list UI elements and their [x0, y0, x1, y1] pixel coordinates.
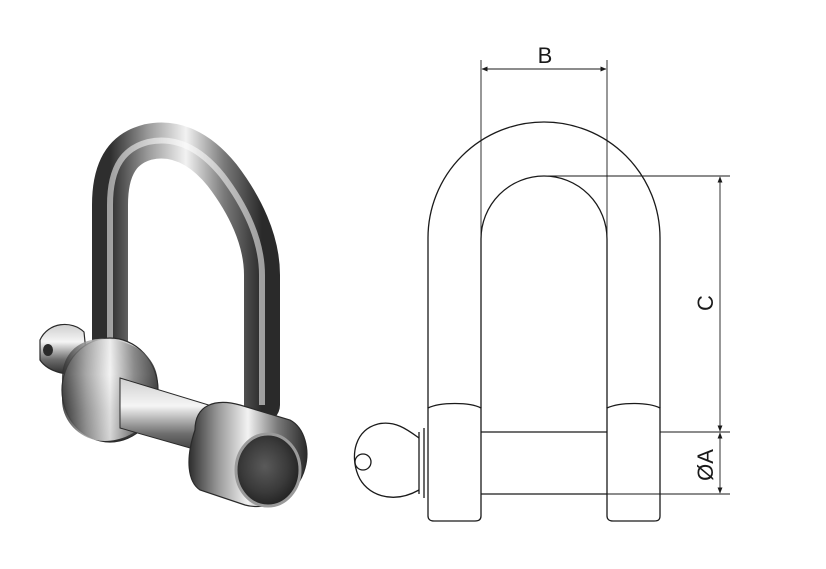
- dim-label-a: ØA: [693, 449, 718, 481]
- shackle-line-drawing: [353, 60, 730, 522]
- bow-outer-line: [427, 121, 661, 408]
- right-collar-line: [606, 402, 661, 522]
- dim-label-b: B: [538, 43, 553, 68]
- dim-label-c: C: [693, 295, 718, 311]
- left-collar-line: [427, 402, 482, 522]
- pin-end-cap-3d: [188, 401, 308, 508]
- bow-inner-line: [480, 175, 608, 408]
- pin-eye-line: [353, 422, 425, 498]
- shackle-3d-render: [39, 122, 308, 508]
